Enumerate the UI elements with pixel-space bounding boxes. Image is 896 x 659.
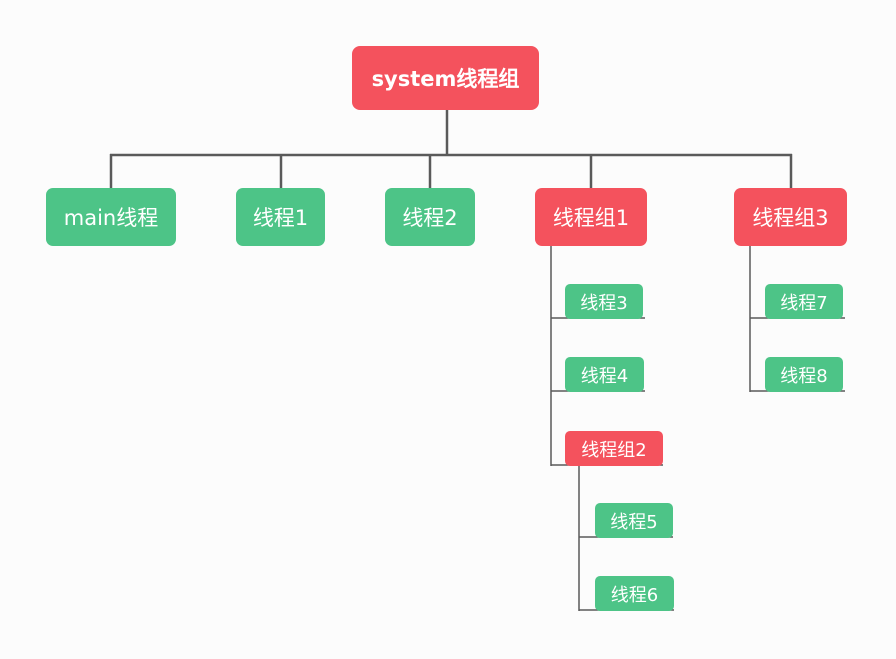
- node-main-thread: main线程: [46, 188, 176, 246]
- node-label: 线程5: [610, 511, 658, 533]
- node-label: 线程组1: [552, 206, 630, 230]
- node-thread-7: 线程7: [765, 284, 843, 319]
- node-thread-group-1: 线程组1: [535, 188, 647, 246]
- node-label: 线程组2: [581, 439, 647, 461]
- node-system-thread-group: system线程组: [352, 46, 539, 110]
- node-thread-2: 线程2: [385, 188, 475, 246]
- node-label: 线程1: [252, 206, 309, 230]
- node-label: 线程组3: [752, 206, 829, 230]
- node-label: system线程组: [371, 67, 520, 91]
- node-label: main线程: [63, 206, 159, 230]
- node-label: 线程8: [780, 365, 828, 387]
- node-label: 线程6: [610, 584, 659, 606]
- node-thread-group-2: 线程组2: [565, 431, 663, 466]
- node-label: 线程4: [580, 365, 629, 387]
- node-thread-group-3: 线程组3: [734, 188, 847, 246]
- node-thread-5: 线程5: [595, 503, 673, 538]
- node-thread-1: 线程1: [236, 188, 325, 246]
- node-label: 线程2: [402, 206, 458, 230]
- node-label: 线程3: [580, 292, 628, 314]
- node-label: 线程7: [780, 292, 828, 314]
- node-thread-3: 线程3: [565, 284, 643, 319]
- node-thread-4: 线程4: [565, 357, 644, 392]
- node-thread-8: 线程8: [765, 357, 843, 392]
- node-thread-6: 线程6: [595, 576, 674, 611]
